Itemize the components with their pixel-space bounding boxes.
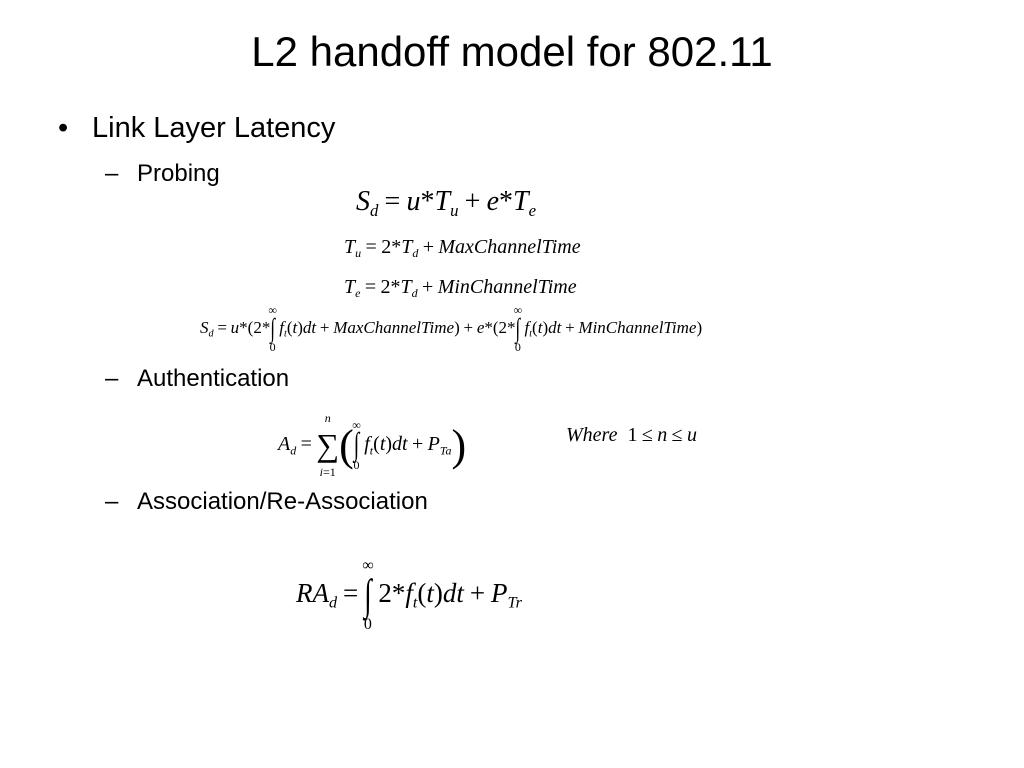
sum-symbol: n∑i=1 bbox=[316, 411, 340, 479]
sub-bullet-label: Probing bbox=[137, 160, 220, 187]
equation-ad: Ad=n∑i=1(∞∫0 ft(t)dt+PTa) bbox=[278, 411, 467, 479]
equation-te: Te=2*Td+MinChannelTime bbox=[344, 276, 577, 301]
dash: – bbox=[105, 488, 119, 515]
bullet-link-layer-latency: • Link Layer Latency bbox=[58, 112, 335, 145]
slide-title: L2 handoff model for 802.11 bbox=[251, 28, 773, 75]
sub-bullet-authentication: –Authentication bbox=[105, 365, 289, 393]
equation-tu: Tu=2*Td+MaxChannelTime bbox=[344, 236, 581, 261]
sub-bullet-association: –Association/Re-Association bbox=[105, 488, 428, 516]
dash: – bbox=[105, 365, 119, 392]
equation-sd: Sd=u*Tu+e*Te bbox=[356, 186, 537, 220]
sub-bullet-label: Authentication bbox=[137, 365, 290, 392]
integral-symbol: ∞∫0 bbox=[362, 557, 374, 634]
equation-sd-full: Sd=u*(2*∞∫0 ft(t)dt+MaxChannelTime)+e*(2… bbox=[200, 303, 703, 355]
equation-ad-condition: Where 1≤n≤u bbox=[566, 424, 697, 446]
dash: – bbox=[105, 160, 119, 187]
integral-symbol: ∞∫0 bbox=[268, 303, 277, 355]
integral-symbol: ∞∫0 bbox=[352, 418, 361, 472]
sub-bullet-label: Association/Re-Association bbox=[137, 488, 428, 515]
integral-symbol: ∞∫0 bbox=[513, 303, 523, 355]
equation-rad: RAd=∞∫0 2*ft(t)dt+PTr bbox=[296, 557, 522, 634]
bullet-dot: • bbox=[58, 112, 69, 144]
sub-bullet-probing: –Probing bbox=[105, 160, 220, 188]
bullet-label: Link Layer Latency bbox=[92, 112, 336, 144]
